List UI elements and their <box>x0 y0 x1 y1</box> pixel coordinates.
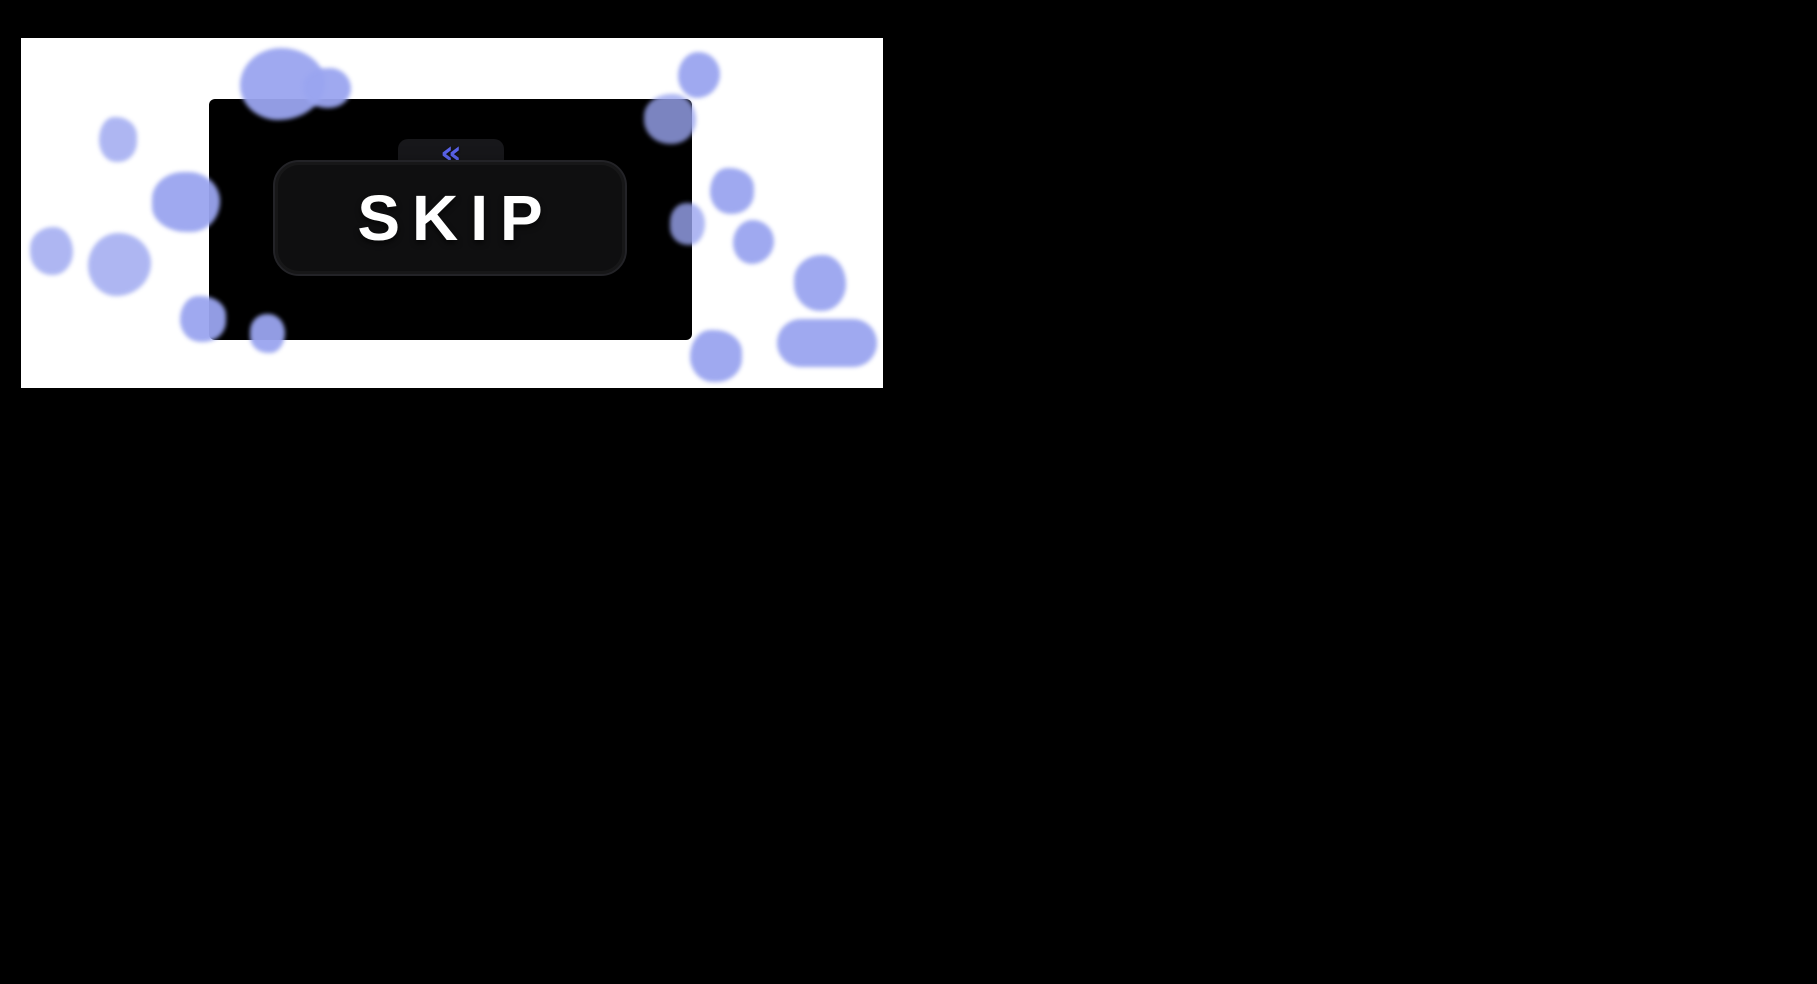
paint-blob <box>88 233 151 296</box>
paint-blob <box>30 227 73 275</box>
paint-blob <box>777 319 877 367</box>
paint-blob <box>690 330 742 382</box>
paint-blob <box>710 168 754 214</box>
ad-panel: « SKIP <box>21 38 883 388</box>
paint-blob <box>678 52 720 98</box>
paint-blob <box>99 117 137 162</box>
skip-overlay: « SKIP <box>209 99 692 340</box>
skip-button-label: SKIP <box>357 182 555 254</box>
paint-blob <box>733 220 774 264</box>
skip-button[interactable]: SKIP <box>273 160 627 276</box>
paint-blob <box>794 255 846 311</box>
